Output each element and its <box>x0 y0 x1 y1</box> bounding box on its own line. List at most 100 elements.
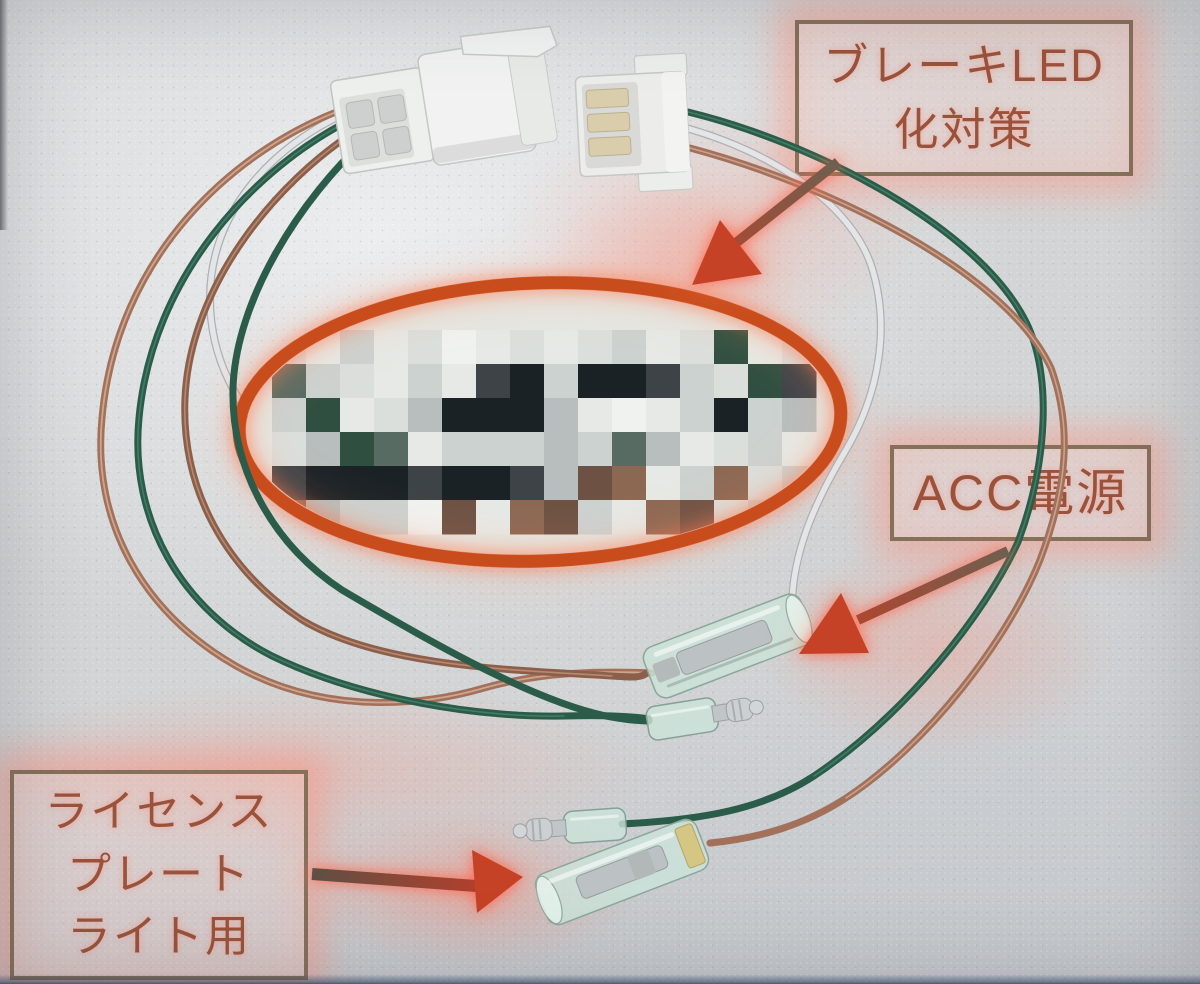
censor-pixel <box>408 432 443 467</box>
censor-pixel <box>748 432 783 467</box>
censor-pixel <box>578 398 613 433</box>
censor-pixel <box>680 432 715 467</box>
female-connector <box>574 52 694 193</box>
censor-pixel <box>442 466 477 501</box>
censor-pixel <box>714 466 749 501</box>
censor-pixel <box>544 432 579 467</box>
censor-pixel <box>578 500 613 535</box>
acc-arrowhead <box>799 593 869 654</box>
brake-led-label-line2: 化対策 <box>893 104 1035 155</box>
censor-pixel <box>340 432 375 467</box>
censor-pixel <box>714 330 749 365</box>
censor-pixel <box>612 432 647 467</box>
censor-pixel <box>612 398 647 433</box>
censor-pixel <box>510 466 545 501</box>
censor-pixel <box>374 398 409 433</box>
brake-arrow <box>692 158 842 285</box>
censor-pixel <box>340 466 375 501</box>
wire-green-right <box>618 108 1047 828</box>
connector-terminal <box>588 135 632 157</box>
censor-pixel <box>306 364 341 399</box>
censor-pixel <box>714 432 749 467</box>
male-connector <box>329 25 558 175</box>
censor-pixel <box>476 466 511 501</box>
censor-pixel <box>408 500 443 535</box>
censor-pixel <box>272 432 307 467</box>
censor-pixel <box>680 398 715 433</box>
connector-cavity <box>350 130 381 161</box>
censor-pixel <box>612 364 647 399</box>
connector-terminal <box>586 111 631 133</box>
censor-pixel <box>782 432 817 467</box>
highlight-ellipse-group <box>232 276 848 568</box>
censor-pixel <box>408 398 443 433</box>
censor-pixel <box>714 364 749 399</box>
wire-brown-left <box>181 124 652 681</box>
censor-pixel <box>476 432 511 467</box>
censor-pixel <box>510 398 545 433</box>
license-plate-label: ライセンス プレート ライト用 <box>10 770 308 980</box>
brake-led-label: ブレーキLED 化対策 <box>795 20 1133 176</box>
censor-pixel <box>544 500 579 535</box>
censor-pixel <box>408 330 443 365</box>
censor-pixel <box>578 330 613 365</box>
censor-pixel <box>442 500 477 535</box>
censor-pixel <box>476 330 511 365</box>
censor-pixel <box>646 330 681 365</box>
censor-pixel <box>646 500 681 535</box>
acc-bullet-male <box>645 697 764 741</box>
acc-power-label-text: ACC電源 <box>912 464 1129 521</box>
censor-pixel <box>714 398 749 433</box>
censor-pixel <box>476 398 511 433</box>
censor-pixel <box>374 330 409 365</box>
censor-pixel <box>442 398 477 433</box>
censor-pixel <box>340 398 375 433</box>
censor-pixel <box>510 500 545 535</box>
connector-latch <box>459 25 558 58</box>
censor-pixel <box>612 466 647 501</box>
censor-pixel <box>374 500 409 535</box>
censor-pixel <box>476 500 511 535</box>
brake-arrowhead <box>692 220 762 285</box>
censor-pixel <box>442 330 477 365</box>
connector-terminal <box>585 87 630 109</box>
censor-pixel <box>374 466 409 501</box>
connector-cavity <box>377 94 407 124</box>
censor-pixel <box>578 364 613 399</box>
license-plate-label-line2: プレート <box>67 849 251 899</box>
censor-pixel <box>442 364 477 399</box>
photo-bottom-edge-shadow <box>0 974 1200 984</box>
censor-pixel <box>510 364 545 399</box>
censor-pixel <box>748 364 783 399</box>
censor-pixel <box>782 364 817 399</box>
censor-pixel <box>544 330 579 365</box>
license-bullet-male <box>512 807 628 844</box>
pixelated-censor <box>272 330 817 535</box>
censor-pixel <box>578 432 613 467</box>
censor-pixel <box>374 364 409 399</box>
censor-pixel <box>272 398 307 433</box>
censor-pixel <box>544 398 579 433</box>
connector-cavity <box>345 99 376 129</box>
censor-pixel <box>306 466 341 501</box>
censor-pixel <box>544 466 579 501</box>
license-arrow <box>311 850 523 913</box>
censor-pixel <box>476 364 511 399</box>
censor-pixel <box>646 364 681 399</box>
wire-brown-right <box>686 144 1068 847</box>
license-plate-label-line1: ライセンス <box>44 787 274 837</box>
censor-pixel <box>612 330 647 365</box>
brake-arrow-shaft <box>718 158 842 258</box>
censor-pixel <box>680 364 715 399</box>
license-arrow-shaft <box>311 868 477 892</box>
censor-pixel <box>748 398 783 433</box>
wire-white-right <box>682 124 885 612</box>
photo-left-edge-shadow <box>0 0 8 230</box>
acc-arrow-shaft <box>855 546 1011 625</box>
censor-pixel <box>646 432 681 467</box>
censor-pixel <box>680 466 715 501</box>
censor-pixel <box>510 432 545 467</box>
license-arrowhead <box>472 850 523 913</box>
censor-pixel <box>306 432 341 467</box>
